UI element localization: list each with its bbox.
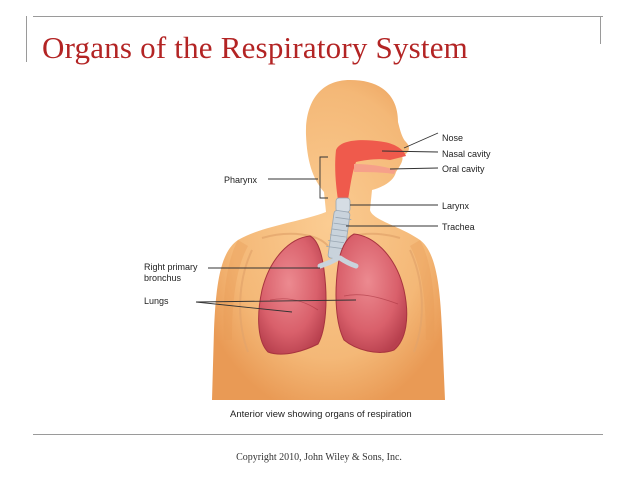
label-nose: Nose xyxy=(442,133,463,143)
left-corner-mark xyxy=(26,16,27,62)
label-lungs: Lungs xyxy=(144,296,169,306)
top-rule xyxy=(33,16,603,17)
upper-airway xyxy=(335,140,406,200)
rib-cage xyxy=(239,232,423,353)
right-corner-mark xyxy=(600,16,601,44)
slide-title: Organs of the Respiratory System xyxy=(42,30,468,65)
label-right-primary-bronchus-line2: bronchus xyxy=(144,273,182,283)
copyright-notice: Copyright 2010, John Wiley & Sons, Inc. xyxy=(236,452,402,463)
left-lung-image-left xyxy=(258,235,327,355)
label-trachea: Trachea xyxy=(442,222,475,232)
figure-caption: Anterior view showing organs of respirat… xyxy=(230,409,412,420)
bottom-rule xyxy=(33,434,603,435)
bronchi xyxy=(317,255,359,269)
label-larynx: Larynx xyxy=(442,201,470,211)
trachea xyxy=(326,197,352,260)
label-nasal-cavity: Nasal cavity xyxy=(442,149,491,159)
label-pharynx: Pharynx xyxy=(224,175,258,185)
label-right-primary-bronchus-line1: Right primary xyxy=(144,262,198,272)
leader-lines xyxy=(195,132,439,313)
label-oral-cavity: Oral cavity xyxy=(442,164,485,174)
